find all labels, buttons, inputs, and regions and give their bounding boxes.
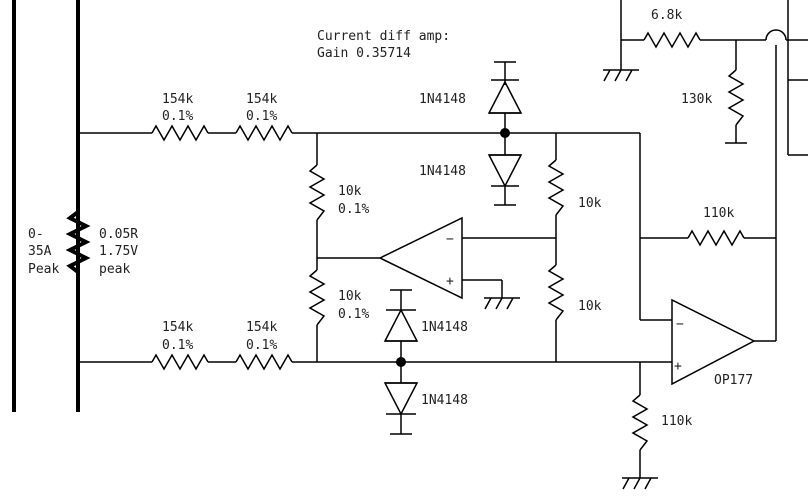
diode-d2 (487, 154, 523, 188)
junction-bottom (396, 357, 406, 367)
r-feedback-value: 110k (703, 206, 734, 221)
r-bot-in-1-tol: 0.1% (162, 338, 193, 353)
opamp-label: OP177 (714, 373, 753, 388)
r-bot-in-1-value: 154k (162, 320, 193, 335)
buffer-ground-h1 (484, 297, 492, 310)
buffer-minus: − (446, 232, 454, 247)
resistor-series-top (643, 31, 701, 49)
r-top-in-2-value: 154k (246, 92, 277, 107)
resistor-bot-in-2 (235, 353, 293, 371)
shunt-range-line2: 35A (28, 244, 52, 259)
buffer-opamp (378, 216, 463, 300)
diode-d3 (383, 308, 419, 342)
r-div-bot-tol: 0.1% (338, 307, 369, 322)
diode-d1 (487, 80, 523, 114)
r-ground-value: 110k (661, 414, 692, 429)
diode-d4 (383, 382, 419, 416)
diode-d4-label: 1N4148 (421, 393, 468, 408)
r-top-in-1-tol: 0.1% (162, 109, 193, 124)
r-div-top-tol: 0.1% (338, 202, 369, 217)
diode-d3-label: 1N4148 (421, 320, 468, 335)
ground-h1-bottom (622, 477, 630, 490)
r-bot-in-2-tol: 0.1% (246, 338, 277, 353)
resistor-div-top (308, 164, 326, 221)
resistor-buf-fb-top (547, 159, 565, 216)
r-series-top-value: 6.8k (651, 8, 682, 23)
ground-h1-topright (603, 69, 611, 82)
shunt-value-line3: peak (99, 262, 130, 277)
buffer-ground-h2 (495, 297, 503, 310)
resistor-feedback (687, 229, 745, 247)
ground-h3-topright (625, 69, 633, 82)
ground-h3-bottom (644, 477, 652, 490)
shunt-range-line1: 0- (28, 227, 44, 242)
shunt-range-line3: Peak (28, 262, 59, 277)
resistor-ground (631, 394, 649, 451)
opamp-minus: − (676, 317, 684, 332)
resistor-pulldown-top (727, 69, 745, 126)
resistor-top-in-2 (235, 124, 293, 142)
resistor-buf-fb-bot (547, 264, 565, 321)
resistor-bot-in-1 (151, 353, 209, 371)
shunt-value-line1: 0.05R (99, 227, 138, 242)
r-buf-fb-bot-value: 10k (578, 299, 602, 314)
buffer-plus: + (446, 274, 454, 289)
ground-h2-topright (614, 69, 622, 82)
r-pulldown-top-value: 130k (681, 92, 712, 107)
r-div-bot-value: 10k (338, 289, 362, 304)
r-buf-fb-top-value: 10k (578, 196, 602, 211)
buffer-ground-h3 (506, 297, 514, 310)
r-div-top-value: 10k (338, 184, 362, 199)
resistor-top-in-1 (151, 124, 209, 142)
opamp-plus: + (674, 359, 682, 374)
shunt-value-line2: 1.75V (99, 244, 138, 259)
main-opamp (671, 298, 756, 386)
diode-d2-label: 1N4148 (419, 164, 466, 179)
title-line1: Current diff amp: (317, 29, 450, 44)
r-top-in-1-value: 154k (162, 92, 193, 107)
shunt-resistor (65, 210, 91, 274)
title-line2: Gain 0.35714 (317, 46, 411, 61)
resistor-div-bot (308, 269, 326, 326)
r-bot-in-2-value: 154k (246, 320, 277, 335)
wire-crossover-hop (765, 29, 787, 41)
junction-top (500, 128, 510, 138)
r-top-in-2-tol: 0.1% (246, 109, 277, 124)
diode-d1-label: 1N4148 (419, 92, 466, 107)
ground-h2-bottom (633, 477, 641, 490)
